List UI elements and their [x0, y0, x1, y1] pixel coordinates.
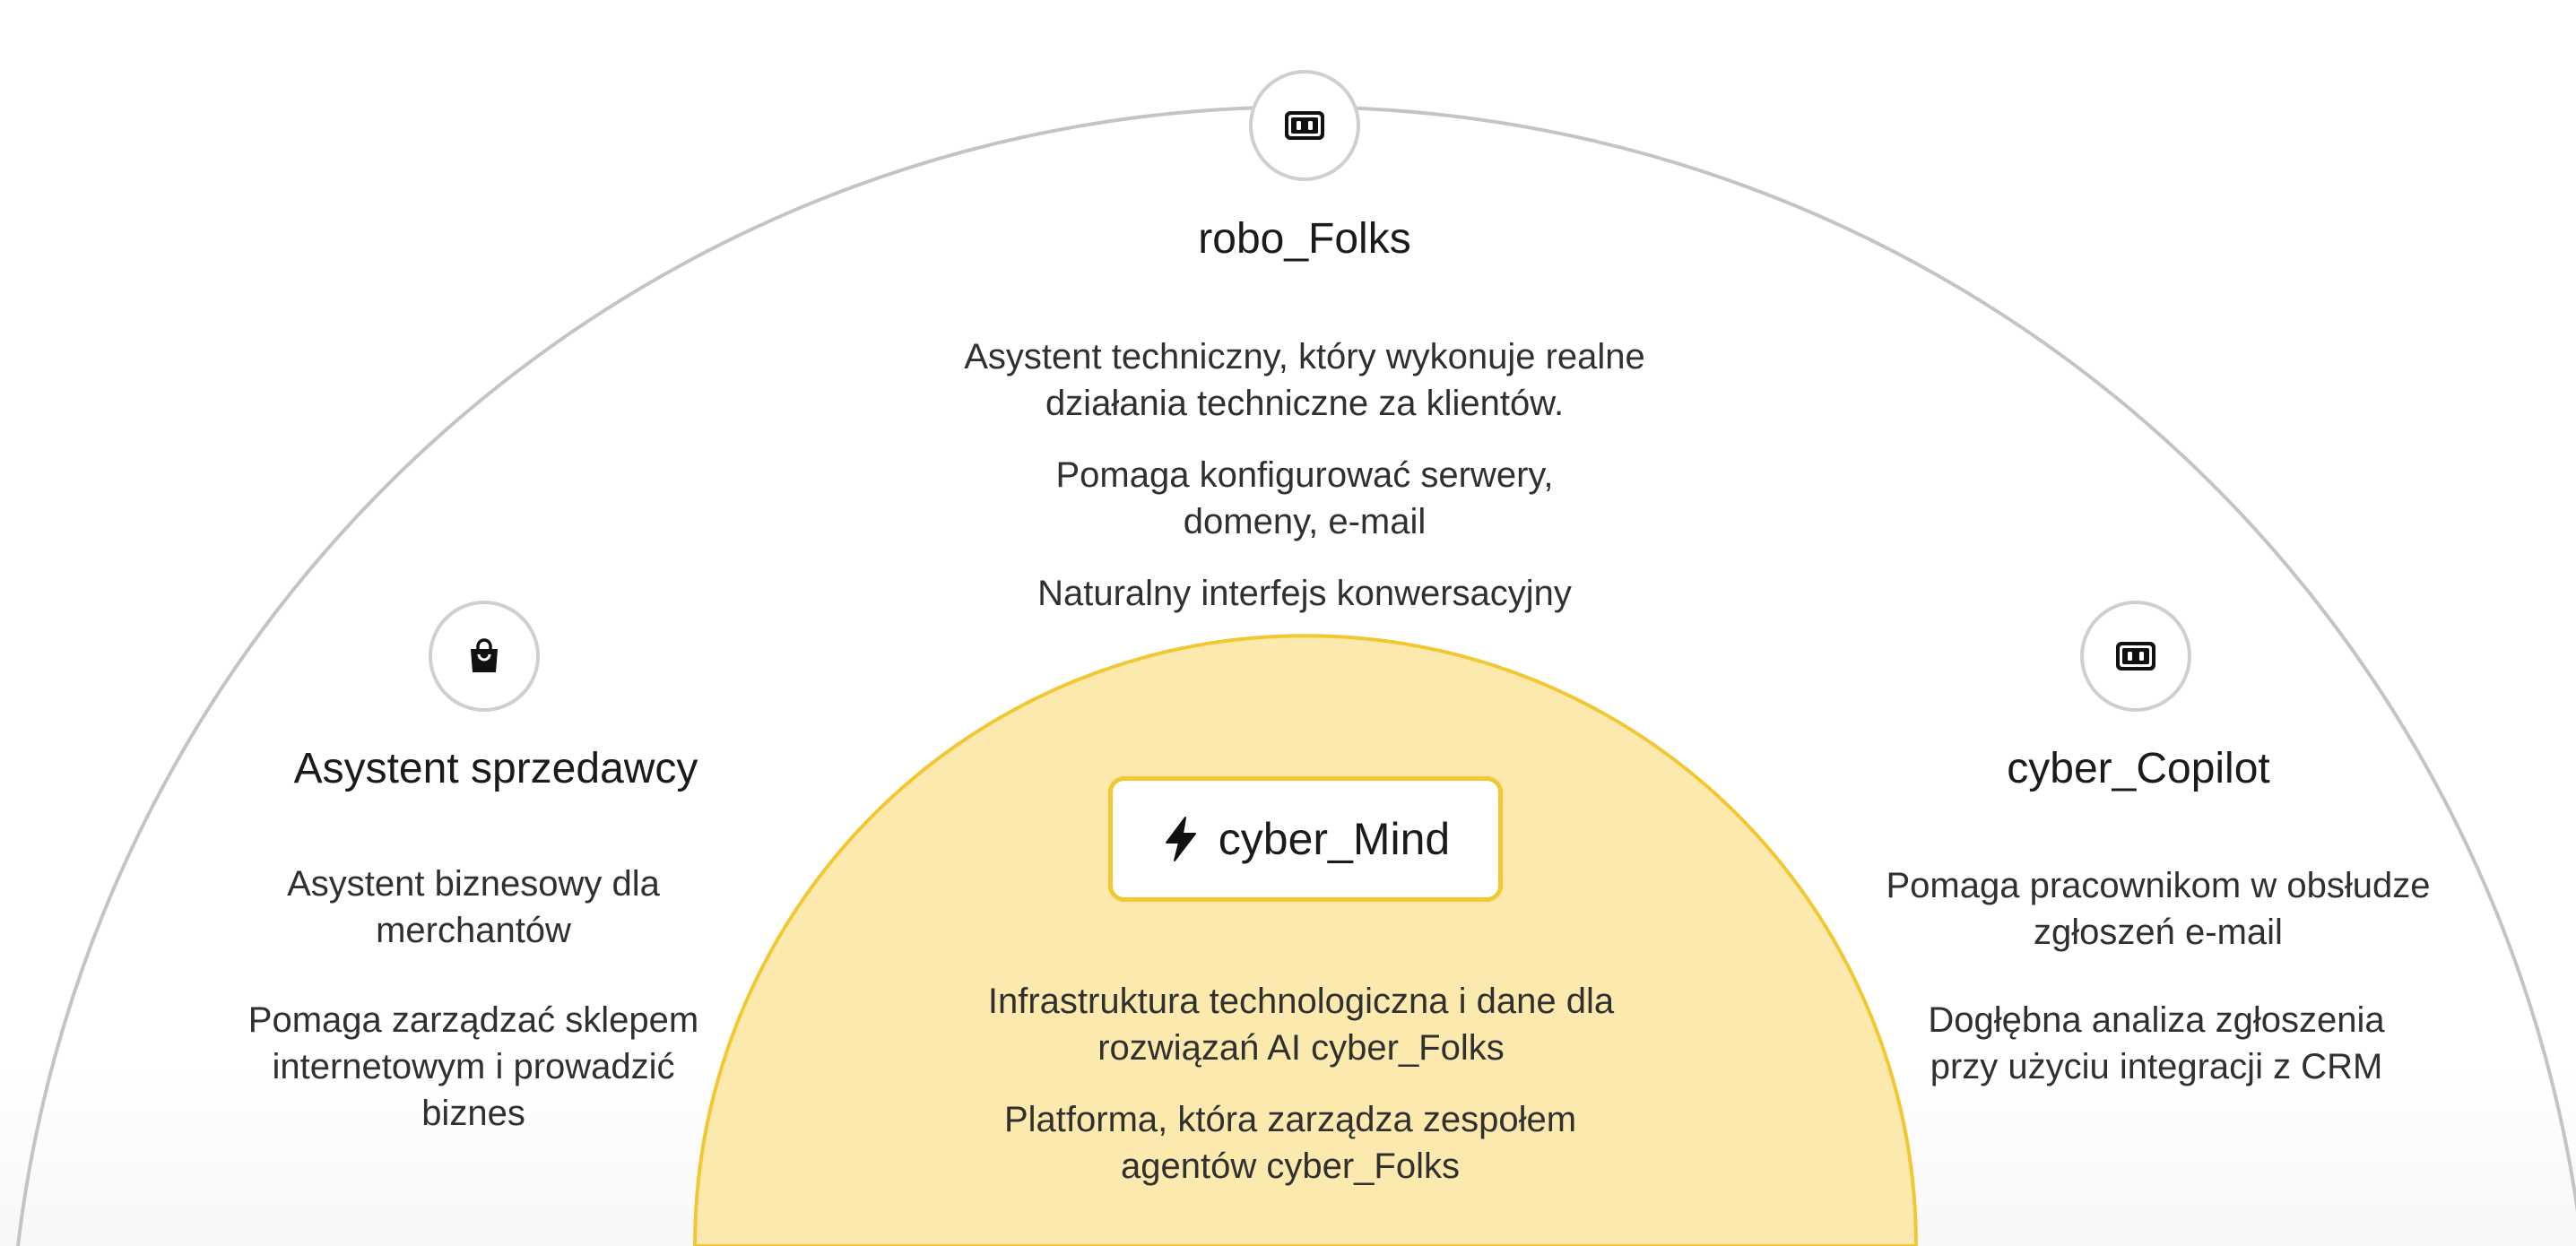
- cyber-copilot-title: cyber_Copilot: [2007, 745, 2270, 792]
- seller-assistant-title: Asystent sprzedawcy: [293, 745, 698, 792]
- cyber-copilot-icon-circle: [2080, 601, 2191, 712]
- robot-face-icon: [2116, 642, 2155, 671]
- cyber-mind-desc-2: Platforma, która zarządza zespołem agent…: [1003, 1100, 1577, 1186]
- robo-folks-title: robo_Folks: [1198, 215, 1411, 263]
- cyber-mind-title: cyber_Mind: [1218, 814, 1451, 864]
- cyber-copilot-desc-1: Pomaga pracownikom w obsłudze zgłoszeń e…: [1886, 866, 2431, 952]
- cyber-copilot-desc-2: Dogłębna analiza zgłoszenia przy użyciu …: [1928, 1000, 2385, 1086]
- shopping-bag-icon: [471, 638, 498, 672]
- seller-assistant-desc-2: Pomaga zarządzać sklepem internetowym i …: [247, 1000, 699, 1133]
- robo-folks-desc-2: Pomaga konfigurować serwery, domeny, e-m…: [1055, 455, 1554, 541]
- lightning-bolt-icon: [1165, 817, 1196, 861]
- robo-folks-icon-circle: [1249, 70, 1360, 181]
- seller-assistant-icon-circle: [429, 601, 540, 712]
- core-semicircle: [692, 634, 1919, 1246]
- robot-face-icon: [1285, 111, 1324, 140]
- robo-folks-desc-3: Naturalny interfejs konwersacyjny: [1037, 574, 1572, 613]
- robo-folks-desc-1: Asystent techniczny, który wykonuje real…: [964, 337, 1645, 423]
- seller-assistant-desc-1: Asystent biznesowy dla merchantów: [287, 864, 660, 950]
- cyber-mind-desc-1: Infrastruktura technologiczna i dane dla…: [987, 982, 1615, 1068]
- cyber-mind-label-box: cyber_Mind: [1108, 776, 1503, 902]
